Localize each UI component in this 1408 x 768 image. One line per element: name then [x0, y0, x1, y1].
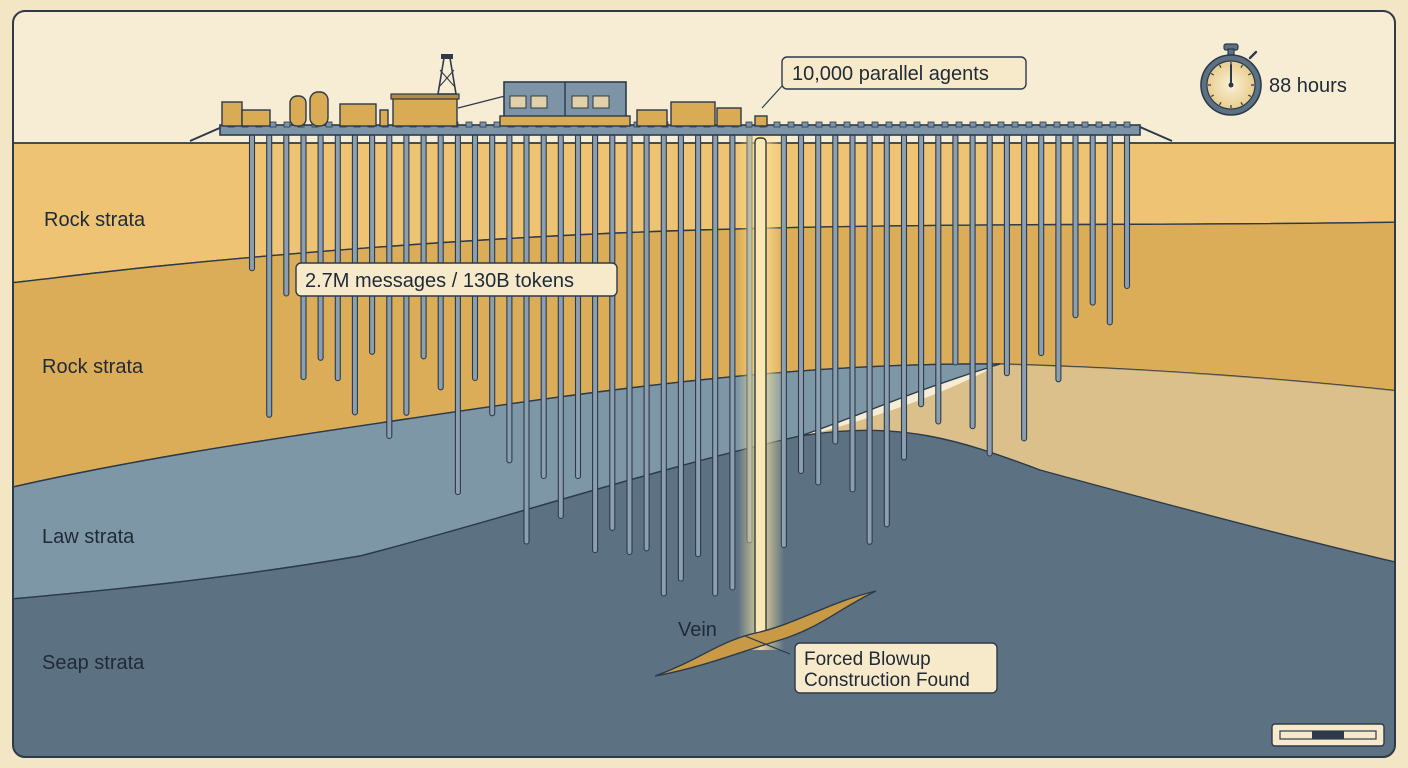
drill-pipe [506, 133, 513, 464]
drill-pipe [1055, 133, 1062, 383]
drill-pipe [866, 133, 873, 545]
drill-pipe [849, 133, 856, 493]
drill-pipe [918, 133, 925, 408]
drill-pipe [695, 133, 702, 558]
drilling-platform [189, 54, 1173, 142]
timer: 88 hours [1200, 43, 1347, 116]
drill-pipe [334, 133, 341, 382]
drill-pipe [574, 133, 582, 480]
timer-label: 88 hours [1269, 75, 1347, 97]
drill-pipe [1089, 133, 1096, 306]
drill-pipe [1123, 133, 1131, 290]
callout-messages-text: 2.7M messages / 130B tokens [305, 270, 574, 292]
drill-pipe [660, 133, 667, 597]
stratum-label-seap: Seap strata [42, 652, 145, 674]
drill-pipe [369, 133, 376, 355]
drill-pipe [1072, 133, 1079, 319]
drill-pipe [437, 133, 444, 391]
scale-bar [1271, 723, 1385, 747]
drill-pipe [935, 133, 942, 425]
drill-pipe [283, 133, 290, 297]
drill-pipe [248, 133, 256, 272]
drill-pipe [626, 133, 633, 556]
drill-pipe [797, 133, 805, 475]
drill-pipe [557, 133, 564, 519]
drill-pipe [832, 133, 839, 445]
drill-pipe [1038, 133, 1045, 357]
outer-frame [12, 10, 1396, 758]
drill-pipe [420, 133, 427, 360]
drill-pipe [900, 133, 908, 461]
callout-found-line2: Construction Found [804, 670, 970, 691]
drill-pipe [454, 133, 461, 496]
drill-pipe [266, 133, 273, 418]
vein-label: Vein [678, 619, 717, 641]
drill-pipe [712, 133, 719, 597]
callout-agents: 10,000 parallel agents [781, 56, 1027, 90]
drill-pipe [729, 133, 736, 591]
ore-vein [654, 590, 877, 677]
stopwatch-icon [1200, 43, 1262, 116]
drill-pipe [952, 133, 959, 366]
drill-pipe [471, 133, 479, 382]
callout-agents-text: 10,000 parallel agents [792, 63, 989, 85]
drill-pipe [300, 133, 307, 381]
drill-pipe [986, 133, 993, 457]
drill-pipe [1106, 133, 1113, 326]
stratum-seap [13, 429, 1395, 757]
stratum-rock-second-band [820, 364, 1395, 565]
drill-pipe [609, 133, 616, 531]
drill-pipe [643, 133, 650, 552]
drill-pipe [540, 133, 547, 480]
callout-found-line1: Forced Blowup [804, 649, 931, 670]
drill-pipe [883, 133, 890, 528]
callout-messages: 2.7M messages / 130B tokens [295, 262, 618, 297]
main-drill-shaft [754, 137, 767, 636]
drill-pipe [317, 133, 324, 361]
drill-pipe [592, 133, 599, 554]
stratum-label-rock-top: Rock strata [44, 209, 146, 231]
drill-pipe [1021, 133, 1028, 442]
drill-pipe [677, 133, 684, 582]
stratum-label-rock-second: Rock strata [42, 356, 144, 378]
stratum-label-law: Law strata [42, 526, 135, 548]
drill-pipe [815, 133, 822, 486]
drill-pipe [1003, 133, 1010, 377]
callout-found: Forced Blowup Construction Found [794, 642, 998, 694]
drill-pipe [523, 133, 530, 545]
drill-pipe [969, 133, 976, 430]
